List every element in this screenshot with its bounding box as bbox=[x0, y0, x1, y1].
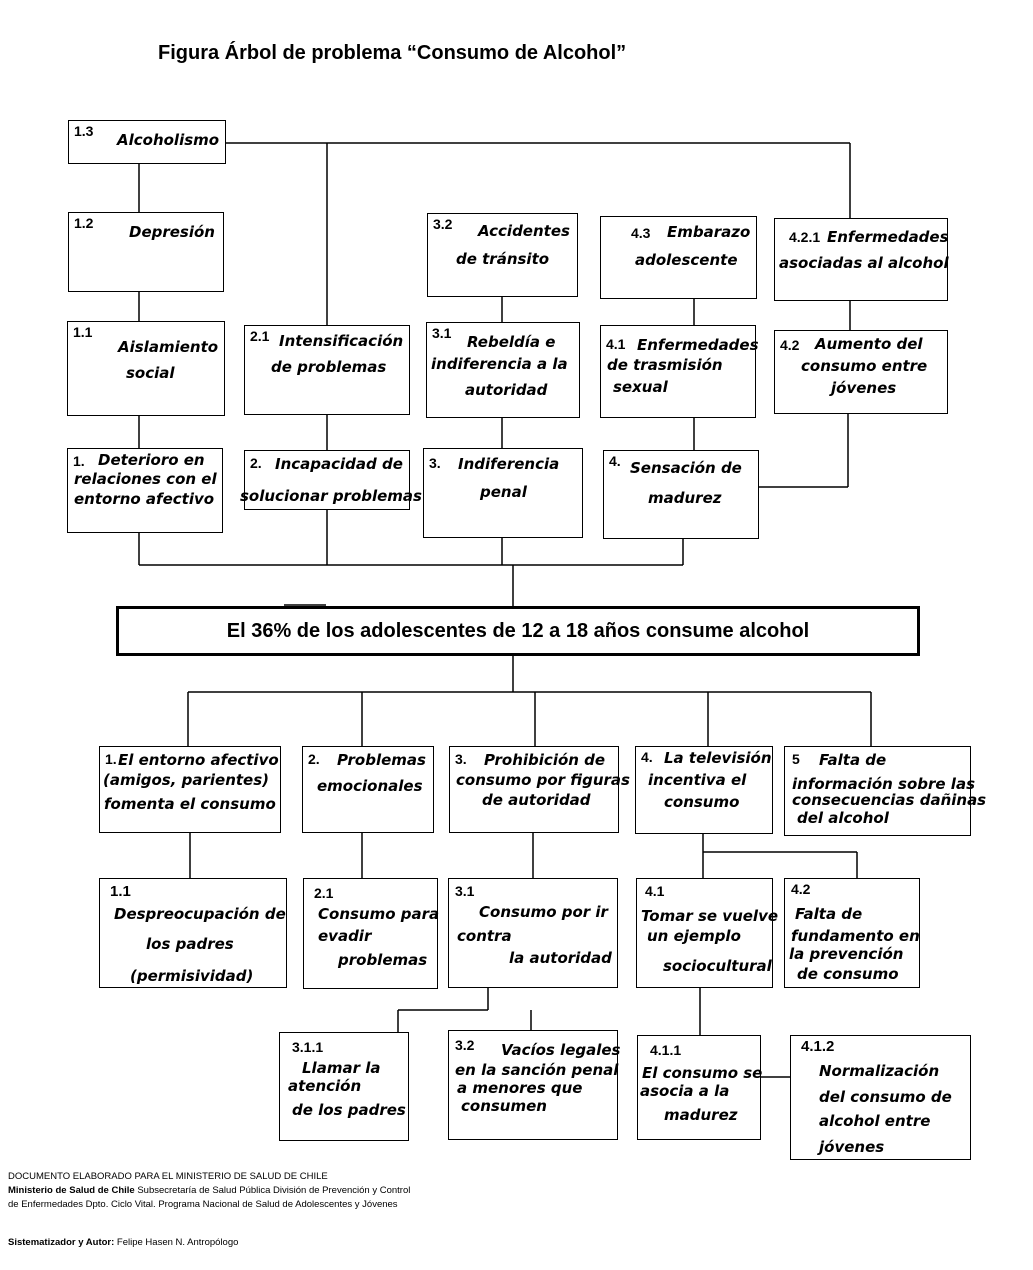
cause-box-5: 5 Falta de información sobre las consecu… bbox=[784, 746, 986, 836]
cause-box-4-1-2: 4.1.2 Normalización del consumo de alcoh… bbox=[790, 1035, 971, 1160]
effect-box-1-3: 1.3 Alcoholismo bbox=[68, 120, 226, 164]
figure-title: Figura Árbol de problema “Consumo de Alc… bbox=[158, 42, 627, 64]
effect-box-1: 1. Deterioro en relaciones con el entorn… bbox=[67, 448, 223, 533]
central-problem-box: El 36% de los adolescentes de 12 a 18 añ… bbox=[116, 606, 920, 656]
effect-box-4: 4. Sensación de madurez bbox=[603, 450, 759, 539]
cause-box-2: 2. Problemas emocionales bbox=[302, 746, 434, 833]
effect-box-3-2: 3.2 Accidentes de tránsito bbox=[427, 213, 578, 297]
effect-box-1-2: 1.2 Depresión bbox=[68, 212, 224, 292]
effect-box-4-2-1: 4.2.1 Enfermedades asociadas al alcohol bbox=[774, 218, 949, 301]
cause-box-3-2: 3.2 Vacíos legales en la sanción penal a… bbox=[448, 1030, 620, 1140]
cause-box-3-1: 3.1 Consumo por ir contra la autoridad bbox=[448, 878, 618, 988]
cause-box-3-1-1: 3.1.1 Llamar la atención de los padres bbox=[279, 1032, 409, 1141]
cause-box-4-2: 4.2 Falta de fundamento en la prevención… bbox=[784, 878, 920, 988]
effect-box-4-1: 4.1 Enfermedades de trasmisión sexual bbox=[600, 325, 759, 418]
footer-author: Sistematizador y Autor: Felipe Hasen N. … bbox=[8, 1237, 239, 1248]
central-problem-text: El 36% de los adolescentes de 12 a 18 añ… bbox=[226, 619, 810, 642]
effect-box-3-1: 3.1 Rebeldía e indiferencia a la autorid… bbox=[426, 322, 580, 418]
effect-box-1-1: 1.1 Aislamiento social bbox=[67, 321, 225, 416]
effect-box-4-2: 4.2 Aumento del consumo entre jóvenes bbox=[774, 330, 948, 414]
cause-box-2-1: 2.1 Consumo para evadir problemas bbox=[303, 878, 439, 989]
cause-box-4-1-1: 4.1.1 El consumo se asocia a la madurez bbox=[637, 1035, 762, 1140]
effect-box-3: 3. Indiferencia penal bbox=[423, 448, 583, 538]
cause-box-4: 4. La televisión incentiva el consumo bbox=[635, 746, 773, 834]
footer-credits: DOCUMENTO ELABORADO PARA EL MINISTERIO D… bbox=[8, 1171, 411, 1210]
effect-box-2-1: 2.1 Intensificación de problemas bbox=[244, 325, 410, 415]
effect-box-4-3: 4.3 Embarazo adolescente bbox=[600, 216, 757, 299]
cause-box-4-1: 4.1 Tomar se vuelve un ejemplo sociocult… bbox=[636, 878, 778, 988]
cause-box-3: 3. Prohibición de consumo por figuras de… bbox=[449, 746, 630, 833]
cause-box-1-1: 1.1 Despreocupación de los padres (permi… bbox=[99, 878, 287, 988]
cause-box-1: 1. El entorno afectivo (amigos, pariente… bbox=[99, 746, 281, 833]
effect-box-2: 2. Incapacidad de solucionar problemas bbox=[240, 450, 422, 510]
